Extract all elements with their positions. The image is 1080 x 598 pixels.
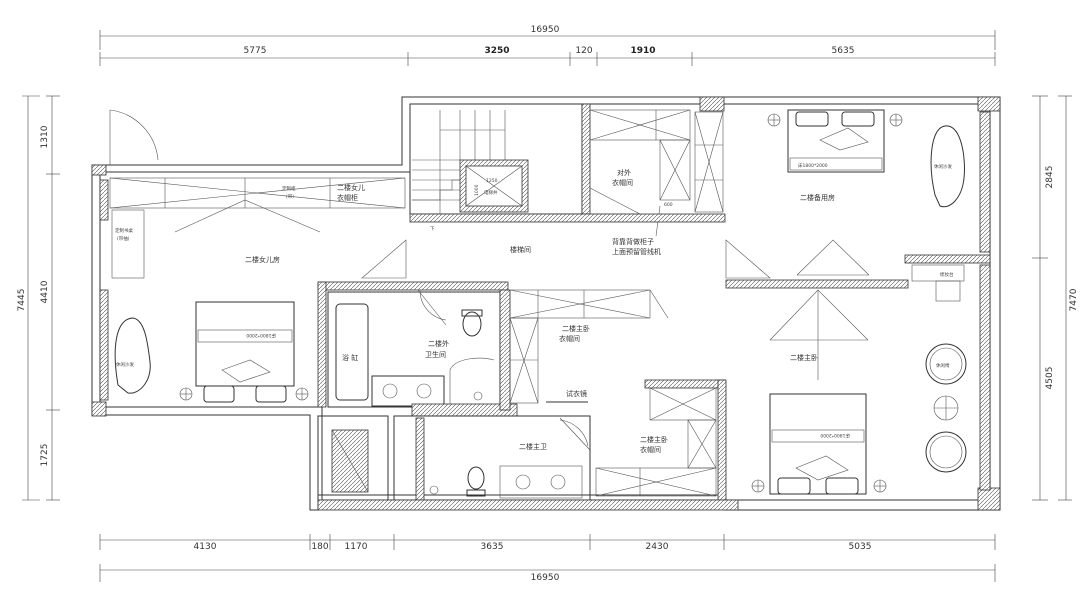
dressing-table-label: 梳妆台	[940, 271, 954, 278]
top-dimension-1: 5775	[244, 46, 267, 56]
master-wardrobe-top: 二楼主卧 衣帽间 试衣镜	[499, 289, 669, 411]
master-wardrobe-bottom-label-1: 二楼主卧	[640, 435, 668, 444]
stairwell-label: 楼梯间	[510, 245, 531, 254]
down-label: 下	[430, 226, 435, 232]
outer-bath-label-1: 二楼外	[428, 339, 449, 348]
bottom-dimension-2: 180	[311, 542, 328, 552]
daughter-room: 定制书桌 (带抽) 二楼女儿 衣帽柜 定制柜 (带) 二楼女儿房 床1800*2…	[109, 177, 406, 403]
leisure-chair-label: 休闲椅	[936, 362, 950, 369]
bottom-total-dimension: 16950	[531, 573, 560, 583]
cabinet-tag-1: 定制柜	[282, 185, 296, 192]
master-bath-label: 二楼主卫	[519, 442, 547, 451]
master-bath: 二楼主卫	[393, 415, 591, 501]
bottom-dimension-4: 3635	[481, 542, 504, 552]
elevator-label: 电梯井	[484, 189, 498, 196]
bottom-dimension-1: 4130	[194, 542, 217, 552]
right-dimension-2: 4505	[1045, 367, 1055, 390]
outer-bathroom: 浴 缸 二楼外 卫生间	[317, 281, 518, 417]
top-dimension-3: 120	[575, 46, 592, 56]
daughter-wardrobe-label-1: 二楼女儿	[337, 183, 365, 192]
master-wardrobe-top-label-1: 二楼主卧	[562, 324, 590, 333]
outer-bath-label-2: 卫生间	[425, 350, 446, 359]
bottom-left-stub	[317, 415, 739, 511]
top-dimension-4: 1910	[630, 46, 655, 56]
elevator-width: 1250	[486, 178, 498, 184]
fitting-mirror-label: 试衣镜	[566, 389, 587, 398]
bathtub-label: 浴 缸	[342, 353, 358, 362]
outer-wardrobe-label-1: 对外	[617, 168, 631, 177]
left-dimension-3: 1725	[40, 444, 50, 467]
desk-label: 定制书桌	[115, 227, 133, 234]
master-bedroom-label: 二楼主卧	[790, 353, 818, 362]
desk-note: (带抽)	[117, 235, 130, 242]
right-dimensions: 2845 4505 7470	[1032, 95, 1079, 501]
master-wardrobe-bottom: 二楼主卧 衣帽间	[595, 379, 727, 501]
bottom-dimension-3: 1170	[345, 542, 368, 552]
top-total-dimension: 16950	[531, 25, 560, 35]
right-total-dimension: 7470	[1069, 288, 1079, 311]
guest-room-label: 二楼备用房	[800, 193, 835, 202]
left-dimension-1: 1310	[40, 125, 50, 148]
elevator-depth: 1000	[474, 184, 480, 196]
stove-note-2: 上面预留管线机	[612, 247, 661, 256]
bottom-dimension-6: 5035	[849, 542, 872, 552]
left-dimensions: 7445 1310 4410 1725	[17, 95, 60, 501]
master-wardrobe-bottom-label-2: 衣帽间	[640, 445, 661, 454]
guest-room: 床1800*2000 二楼备用房 休闲沙发 梳妆台	[725, 109, 991, 302]
master-wardrobe-top-label-2: 衣帽间	[559, 334, 580, 343]
stairwell-area: 下 1250 1000 电梯井 楼梯间	[361, 103, 771, 279]
master-bedroom: 二楼主卧 床1800*2000 休闲椅	[751, 289, 967, 495]
daughter-wardrobe-label-2: 衣帽柜	[337, 193, 358, 202]
bottom-dimension-5: 2430	[646, 542, 669, 552]
cabinet-tag-2: (带)	[286, 194, 294, 200]
bed-master-size: 床1800*2000	[820, 432, 850, 439]
top-dimensions: 16950 5775 3250 120 1910 5635	[99, 25, 996, 66]
daughter-room-label: 二楼女儿房	[245, 255, 280, 264]
left-dimension-2: 4410	[40, 280, 50, 303]
left-total-dimension: 7445	[17, 289, 27, 312]
bed-guest-size: 床1800*2000	[798, 162, 828, 169]
leisure-sofa-right-label: 休闲沙发	[934, 163, 952, 170]
outer-wardrobe: 对外 衣帽间 600 背靠背做柜子 上面预留管线机	[409, 103, 726, 256]
top-dimension-2: 3250	[484, 46, 509, 56]
right-dimension-1: 2845	[1045, 166, 1055, 189]
stove-note-1: 背靠背做柜子	[612, 237, 654, 246]
closet-width: 600	[664, 202, 673, 208]
bottom-dimensions: 4130 180 1170 3635 2430 5035 16950	[99, 534, 996, 583]
outer-wardrobe-label-2: 衣帽间	[612, 178, 633, 187]
top-dimension-5: 5635	[832, 46, 855, 56]
bed-left-size: 床1800*2000	[246, 332, 276, 339]
leisure-sofa-left-label: 休闲沙发	[116, 361, 134, 368]
